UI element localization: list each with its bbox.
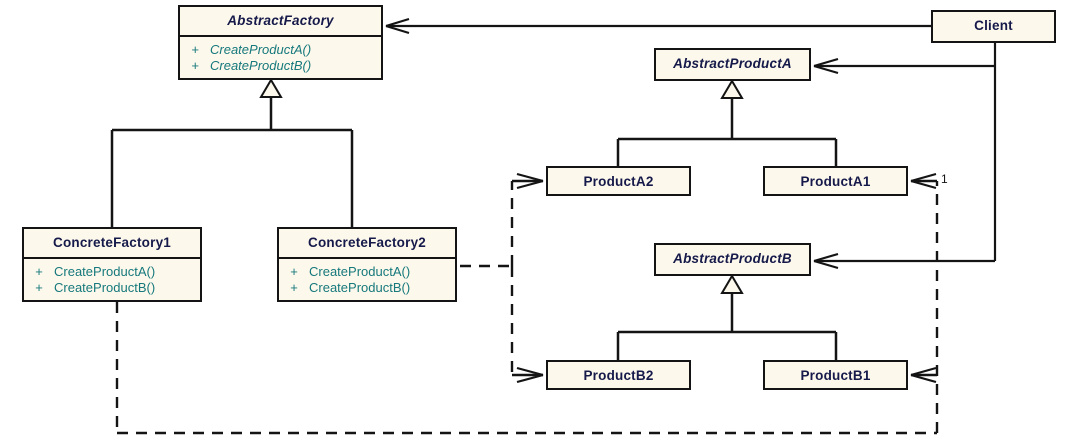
operations-compartment-concrete-factory-1: + CreateProductA() + CreateProductB() [24,259,200,302]
operation-row: + CreateProductB() [24,280,200,296]
operation-visibility: + [35,263,43,279]
compartment-divider [279,256,455,259]
class-title-product-a1: ProductA1 [800,174,871,189]
class-box-product-a2[interactable]: ProductA2 [546,166,691,196]
operation-name: CreateProductB() [54,279,156,295]
class-title-abstract-factory: AbstractFactory [227,13,334,28]
class-title-concrete-factory-1: ConcreteFactory1 [53,235,171,250]
class-title-client: Client [974,18,1013,33]
operation-row: + CreateProductB() [279,280,455,296]
generalization-product-b [616,274,838,360]
generalization-product-a [616,79,838,166]
class-box-abstract-product-a[interactable]: AbstractProductA [654,48,811,81]
dependency-concretefactory1-products [115,172,939,435]
operation-name: CreateProductA() [210,41,312,57]
class-box-abstract-factory[interactable]: AbstractFactory + CreateProductA() + Cre… [178,5,383,80]
class-title-product-b1: ProductB1 [800,368,871,383]
class-box-product-b2[interactable]: ProductB2 [546,360,691,390]
operations-compartment-abstract-factory: + CreateProductA() + CreateProductB() [180,37,381,80]
operation-name: CreateProductB() [309,279,411,295]
association-client-abstractfactory [385,17,931,35]
generalization-factories [110,78,354,227]
operation-visibility: + [290,279,298,295]
class-box-concrete-factory-2[interactable]: ConcreteFactory2 + CreateProductA() + Cr… [277,227,457,302]
class-title-product-a2: ProductA2 [583,174,654,189]
compartment-divider [180,34,381,37]
operation-visibility: + [35,279,43,295]
operation-visibility: + [191,41,199,57]
operation-visibility: + [191,57,199,73]
operation-visibility: + [290,263,298,279]
class-title-concrete-factory-2: ConcreteFactory2 [308,235,426,250]
class-box-product-b1[interactable]: ProductB1 [763,360,908,390]
dependency-concretefactory2-products [460,172,544,384]
class-box-abstract-product-b[interactable]: AbstractProductB [654,243,811,276]
operation-name: CreateProductA() [54,263,156,279]
operation-row: + CreateProductA() [279,264,455,280]
compartment-divider [24,256,200,259]
operation-name: CreateProductA() [309,263,411,279]
operation-row: + CreateProductB() [180,58,381,74]
class-box-concrete-factory-1[interactable]: ConcreteFactory1 + CreateProductA() + Cr… [22,227,202,302]
class-title-abstract-product-b: AbstractProductB [673,251,792,266]
operation-name: CreateProductB() [210,57,312,73]
class-box-client[interactable]: Client [931,10,1056,43]
class-title-abstract-product-a: AbstractProductA [673,56,792,71]
association-client-abstractproducts [813,43,997,270]
operation-row: + CreateProductA() [180,42,381,58]
class-box-product-a1[interactable]: ProductA1 [763,166,908,196]
operation-row: + CreateProductA() [24,264,200,280]
class-title-product-b2: ProductB2 [583,368,654,383]
operations-compartment-concrete-factory-2: + CreateProductA() + CreateProductB() [279,259,455,302]
multiplicity-label-product-a1: 1 [941,172,948,186]
